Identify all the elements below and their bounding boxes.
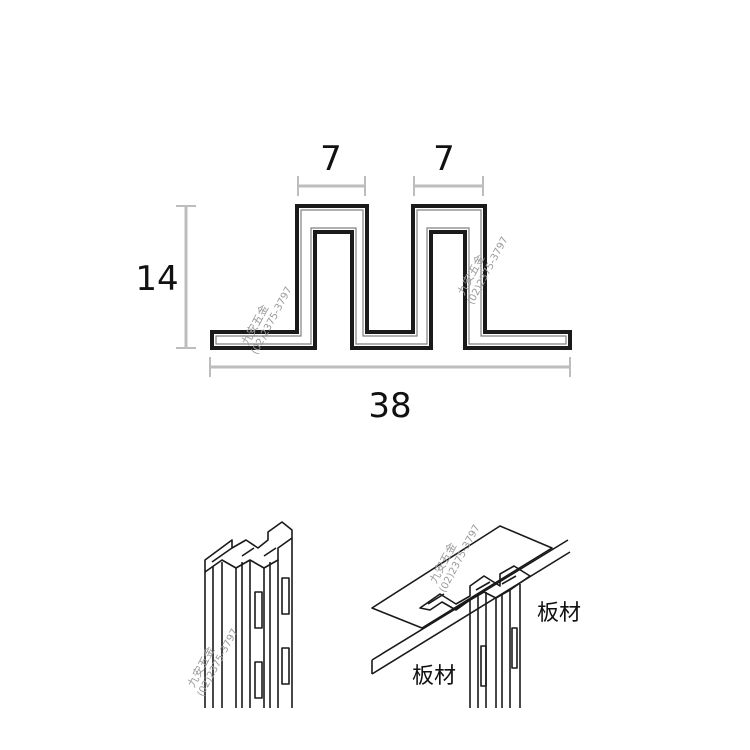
profile-outline-outer <box>210 204 572 350</box>
board-label-right: 板材 <box>537 601 581 626</box>
dimension-right-slot: 7 <box>413 139 484 196</box>
board-label-left: 板材 <box>412 664 456 689</box>
profile-cross-section <box>210 204 572 350</box>
dimension-right-slot-label: 7 <box>433 139 455 179</box>
dimension-height-label: 14 <box>135 259 178 299</box>
watermark-top-left: 九安五金 (02)2375-3797 <box>238 285 294 356</box>
dimension-total-width: 38 <box>209 357 571 426</box>
profile-outline-inner <box>215 209 567 345</box>
profile-3d-with-boards <box>371 525 571 708</box>
profile-3d-standalone <box>204 521 293 708</box>
watermark-bottom-left: 九安五金 (02)2375-3797 <box>184 627 240 698</box>
dimension-height: 14 <box>135 205 196 349</box>
board-top-plane <box>371 525 553 629</box>
dimension-total-width-label: 38 <box>368 386 411 426</box>
dimension-left-slot: 7 <box>297 139 366 196</box>
profile-top-cap <box>419 565 531 611</box>
dimension-left-slot-label: 7 <box>320 139 342 179</box>
